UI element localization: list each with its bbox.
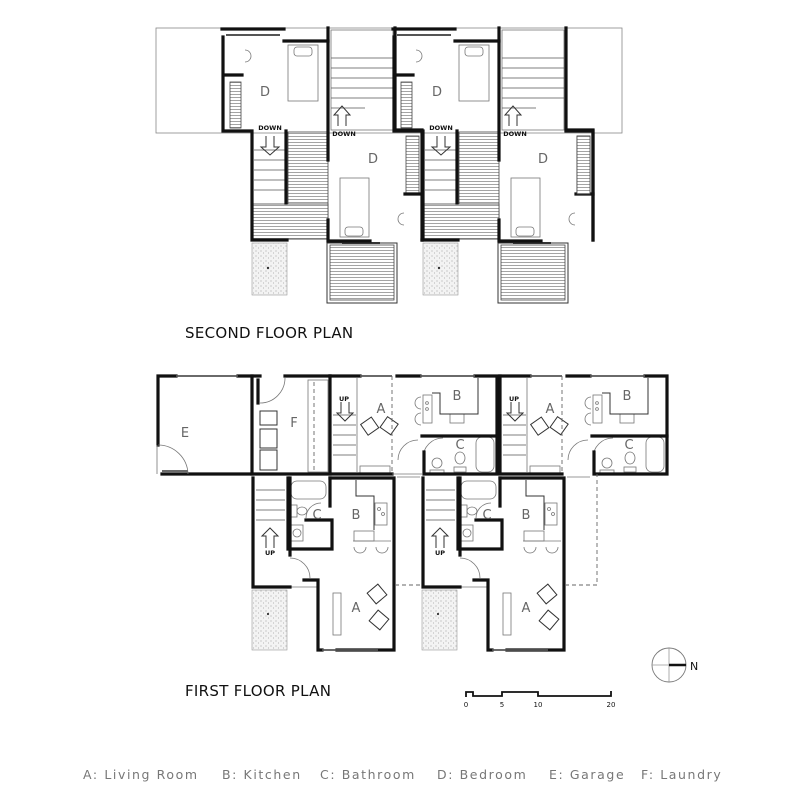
room-label-living: A (546, 402, 555, 417)
upper-unit-2-living (498, 374, 570, 476)
room-label-bath: C (624, 438, 633, 453)
second-floor-title: SECOND FLOOR PLAN (185, 324, 353, 342)
legend-item: B: Kitchen (222, 767, 302, 782)
legend-item: A: Living Room (83, 767, 199, 782)
stair-label-down: DOWN (503, 130, 527, 138)
room-label-bath: C (455, 438, 464, 453)
upper-unit-2-kitchen-bath (565, 374, 669, 479)
first-floor-plan: E F A A B B C C UP UP B B C C A A UP UP … (156, 374, 669, 700)
room-label-bath: C (482, 508, 491, 523)
stair-label-down: DOWN (429, 124, 453, 132)
stair-label-up: UP (339, 395, 349, 403)
first-floor-title: FIRST FLOOR PLAN (185, 682, 331, 700)
room-label-bedroom: D (538, 152, 548, 167)
stair-label-up: UP (435, 549, 445, 557)
scale-tick-label: 20 (607, 701, 616, 709)
legend-item: D: Bedroom (437, 767, 527, 782)
room-label-laundry: F (290, 416, 297, 431)
room-label-bedroom: D (260, 85, 270, 100)
laundry (250, 374, 332, 476)
room-label-living: A (377, 402, 386, 417)
north-label: N (690, 660, 698, 673)
room-label-bedroom: D (432, 85, 442, 100)
room-label-kitchen: B (453, 389, 462, 404)
garage (156, 374, 254, 476)
north-arrow-icon: N (651, 647, 698, 683)
legend: A: Living Room B: Kitchen C: Bathroom D:… (83, 767, 722, 782)
room-label-living: A (522, 601, 531, 616)
legend-item: C: Bathroom (320, 767, 416, 782)
lower-unit-1 (250, 476, 396, 652)
room-label-bedroom: D (368, 152, 378, 167)
room-label-living: A (352, 601, 361, 616)
scale-tick-label: 10 (534, 701, 543, 709)
legend-item: E: Garage (549, 767, 625, 782)
room-label-bath: C (312, 508, 321, 523)
room-label-kitchen: B (352, 508, 361, 523)
room-label-kitchen: B (623, 389, 632, 404)
scale-tick-label: 0 (464, 701, 468, 709)
upper-unit-1-living (328, 374, 400, 476)
second-floor-plan: D D D D DOWN DOWN DOWN DOWN SECOND FLOOR… (155, 26, 623, 342)
room-label-garage: E (181, 426, 189, 441)
legend-item: F: Laundry (641, 767, 722, 782)
upper-unit-1-kitchen-bath (395, 374, 499, 479)
lower-unit-2 (420, 476, 566, 652)
scale-tick-label: 5 (500, 701, 504, 709)
stair-label-down: DOWN (332, 130, 356, 138)
roof-outline (155, 27, 623, 134)
scale-bar: 0 5 10 20 (464, 691, 616, 709)
stair-label-down: DOWN (258, 124, 282, 132)
stair-label-up: UP (265, 549, 275, 557)
stair-label-up: UP (509, 395, 519, 403)
room-label-kitchen: B (522, 508, 531, 523)
